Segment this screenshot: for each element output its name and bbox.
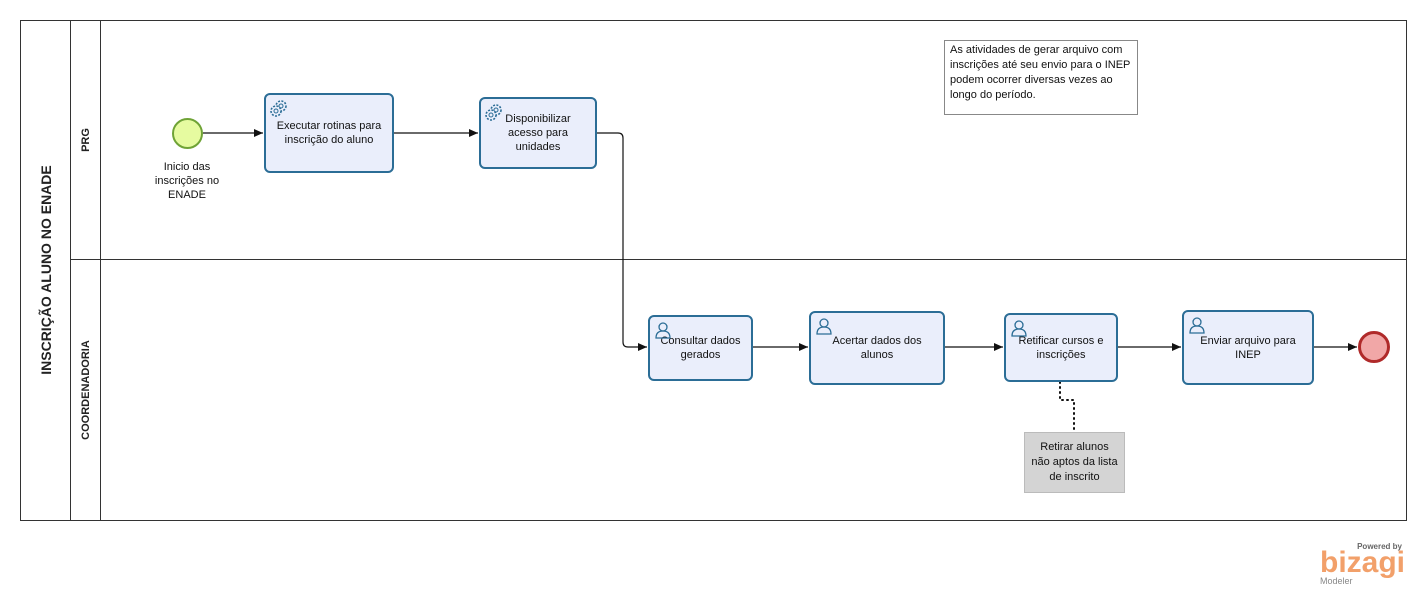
task-retificar-cursos[interactable]: Retificar cursos e inscrições xyxy=(1004,313,1118,382)
text-note: As atividades de gerar arquivo com inscr… xyxy=(944,40,1138,115)
lane-header-coordenadoria xyxy=(71,259,101,521)
bizagi-logo: bizagi xyxy=(1320,546,1406,579)
gear-icon xyxy=(270,100,287,117)
start-event-label: Inicio das inscrições no ENADE xyxy=(154,161,220,201)
start-event[interactable] xyxy=(172,118,203,149)
bizagi-branding: Powered by bizagi Modeler xyxy=(1316,540,1406,590)
pool-header xyxy=(20,20,71,521)
user-icon xyxy=(1189,317,1205,334)
user-icon xyxy=(655,322,671,339)
association-retificar-annotation xyxy=(1059,381,1075,432)
lane-header-prg xyxy=(71,20,101,259)
task-label: Retificar cursos e inscrições xyxy=(1018,334,1104,361)
task-label: Consultar dados gerados xyxy=(660,335,741,361)
task-disponibilizar-acesso[interactable]: Disponibilizar acesso para unidades xyxy=(479,97,597,169)
text-annotation: Retirar alunos não aptos da lista de ins… xyxy=(1024,432,1125,493)
lane-divider xyxy=(71,259,1407,260)
task-label: Executar rotinas para inscrição do aluno xyxy=(276,120,382,146)
flow-disponibilizar-to-consultar xyxy=(597,132,647,351)
modeler-text: Modeler xyxy=(1320,576,1353,586)
task-label: Enviar arquivo para INEP xyxy=(1200,334,1296,361)
gear-icon xyxy=(485,104,502,121)
user-icon xyxy=(1011,320,1027,337)
task-label: Acertar dados dos alunos xyxy=(832,335,922,361)
task-executar-rotinas[interactable]: Executar rotinas para inscrição do aluno xyxy=(264,93,394,173)
pool xyxy=(20,20,1407,521)
task-acertar-dados[interactable]: Acertar dados dos alunos xyxy=(809,311,945,385)
task-enviar-arquivo[interactable]: Enviar arquivo para INEP xyxy=(1182,310,1314,385)
user-icon xyxy=(816,318,832,335)
task-consultar-dados[interactable]: Consultar dados gerados xyxy=(648,315,753,381)
end-event[interactable] xyxy=(1358,331,1390,363)
powered-by-text: Powered by xyxy=(1357,542,1402,551)
task-label: Disponibilizar acesso para unidades xyxy=(505,113,571,153)
